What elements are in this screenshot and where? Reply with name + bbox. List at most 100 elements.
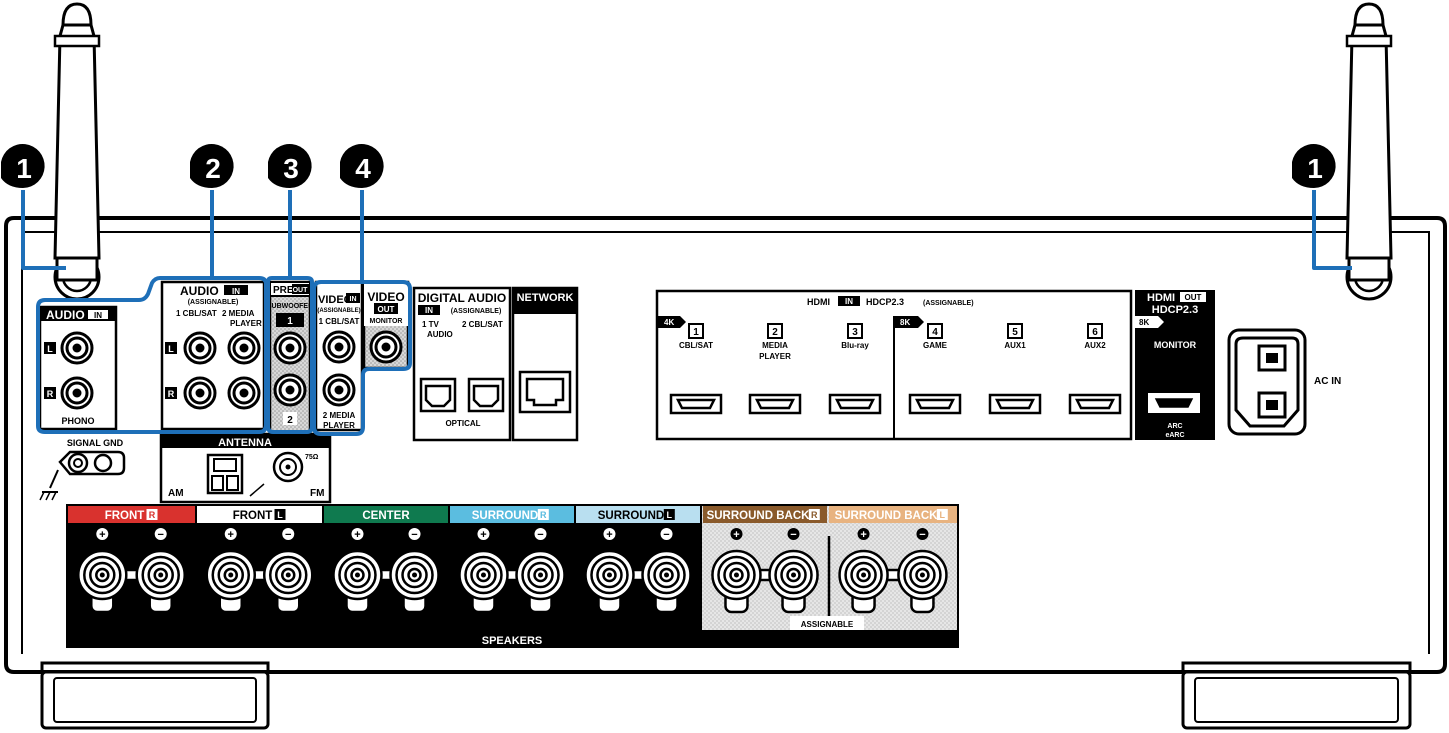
out-badge: OUT xyxy=(378,305,395,314)
ethernet-port[interactable] xyxy=(518,370,572,414)
speaker-side-letter: R xyxy=(540,510,547,520)
hdmi-in-port[interactable] xyxy=(908,393,962,415)
video-in-title: VIDEO xyxy=(318,294,353,306)
hdmi-in-port[interactable] xyxy=(988,393,1042,415)
subwoofer-2-jack[interactable] xyxy=(273,373,307,407)
phono-r-jack[interactable] xyxy=(60,376,94,410)
plus-marker xyxy=(730,528,743,540)
am-terminal[interactable] xyxy=(206,453,244,495)
hdmi-in-port[interactable] xyxy=(828,393,882,415)
assignable-label: ASSIGNABLE xyxy=(801,620,854,629)
hdmi-out-port[interactable] xyxy=(1148,393,1200,413)
in-badge: IN xyxy=(425,306,433,315)
optical-caption: OPTICAL xyxy=(445,419,480,428)
video-media-player-jack[interactable] xyxy=(322,373,356,407)
minus-marker xyxy=(282,528,295,540)
foot-right xyxy=(1181,661,1412,730)
network-panel: NETWORK xyxy=(511,286,579,442)
hdmi-port-number: 1 xyxy=(693,327,699,338)
speaker-group-label: SURROUND xyxy=(472,510,538,522)
media-player-l-jack[interactable] xyxy=(227,331,261,365)
hdmi-in-port[interactable] xyxy=(748,393,802,415)
callout-lines xyxy=(21,190,1352,436)
signal-gnd-terminal[interactable] xyxy=(39,450,126,501)
video-cbl-sat-jack[interactable] xyxy=(322,330,356,364)
hdmi-port-label: CBL/SAT xyxy=(679,341,713,350)
speaker-terminal-plus[interactable] xyxy=(711,549,762,601)
fm-connector[interactable] xyxy=(272,451,304,483)
in-badge: IN xyxy=(845,297,853,306)
antenna-right xyxy=(1345,2,1393,301)
speaker-group-label: SURROUND BACK xyxy=(835,510,939,522)
phono-caption: PHONO xyxy=(61,416,94,426)
digital-audio-title: DIGITAL AUDIO xyxy=(418,291,506,305)
assignable-note: (ASSIGNABLE) xyxy=(188,299,239,306)
hdmi-in-port[interactable] xyxy=(669,393,723,415)
optical-1-label-2: AUDIO xyxy=(427,330,453,339)
plus-sign: + xyxy=(354,529,360,541)
subwoofer-1-number: 1 xyxy=(287,316,293,327)
hdmi-port-label-2: PLAYER xyxy=(759,352,791,361)
channel-l-label: L xyxy=(47,344,53,354)
channel-r-label: R xyxy=(47,389,54,399)
speaker-terminal-plus[interactable] xyxy=(332,549,383,601)
hdmi-out-hdcp: HDCP2.3 xyxy=(1152,304,1198,316)
arc-label: ARC xyxy=(1167,423,1182,430)
video-monitor-jack[interactable] xyxy=(369,330,403,364)
hdmi-port-label: MEDIA xyxy=(762,341,788,350)
hdmi-port-number-box xyxy=(1087,323,1103,339)
minus-sign: − xyxy=(537,529,543,541)
plus-marker xyxy=(477,528,490,540)
hdmi-out-panel: HDMI OUT HDCP2.3 8K MONITOR ARC eARC xyxy=(1135,290,1215,440)
ac-in-socket[interactable] xyxy=(1227,328,1307,436)
speaker-group-center: CENTER+− xyxy=(324,506,448,614)
hdmi-port-number: 6 xyxy=(1092,327,1098,338)
optical-2-port[interactable] xyxy=(467,377,505,413)
hdmi-in-port[interactable] xyxy=(1068,393,1122,415)
optical-1-port[interactable] xyxy=(419,377,457,413)
speaker-terminal-plus[interactable] xyxy=(77,549,128,601)
hdmi-port-label: GAME xyxy=(923,341,948,350)
subwoofer-1-jack[interactable] xyxy=(273,331,307,365)
speakers-caption: SPEAKERS xyxy=(482,635,543,647)
callout-markers: 1 2 3 4 1 xyxy=(1,144,1336,188)
cbl-sat-label: 1 CBL/SAT xyxy=(176,309,217,318)
phono-l-jack[interactable] xyxy=(60,331,94,365)
channel-l-label: L xyxy=(168,344,174,354)
minus-sign: − xyxy=(790,529,796,541)
speaker-terminal-minus[interactable] xyxy=(263,549,314,601)
pre-out-title: PRE xyxy=(273,285,294,296)
optical-1-label-1: 1 TV xyxy=(422,320,440,329)
speaker-terminal-minus[interactable] xyxy=(641,549,692,601)
speaker-terminal-minus[interactable] xyxy=(768,549,819,601)
callout-marker-2: 2 xyxy=(190,144,234,188)
cbl-sat-l-jack[interactable] xyxy=(183,331,217,365)
hdcp-label: HDCP2.3 xyxy=(866,297,904,307)
fm-impedance: 75Ω xyxy=(305,454,319,461)
speaker-terminal-minus[interactable] xyxy=(389,549,440,601)
speaker-terminal-plus[interactable] xyxy=(205,549,256,601)
out-badge: OUT xyxy=(1185,293,1202,302)
plus-marker xyxy=(224,528,237,540)
audio-in-assignable-title: AUDIO xyxy=(180,284,219,298)
cbl-sat-r-jack[interactable] xyxy=(183,376,217,410)
plus-sign: + xyxy=(606,529,612,541)
network-title: NETWORK xyxy=(517,292,574,304)
speaker-side-badge xyxy=(936,509,948,520)
speaker-terminal-minus[interactable] xyxy=(515,549,566,601)
speaker-terminal-plus[interactable] xyxy=(584,549,635,601)
speaker-terminal-minus[interactable] xyxy=(135,549,186,601)
speaker-terminal-plus[interactable] xyxy=(838,549,889,601)
media-player-r-jack[interactable] xyxy=(227,376,261,410)
minus-marker xyxy=(154,528,167,540)
speaker-side-badge xyxy=(808,509,820,520)
speaker-terminal-minus[interactable] xyxy=(897,549,948,601)
speaker-terminal-plus[interactable] xyxy=(458,549,509,601)
